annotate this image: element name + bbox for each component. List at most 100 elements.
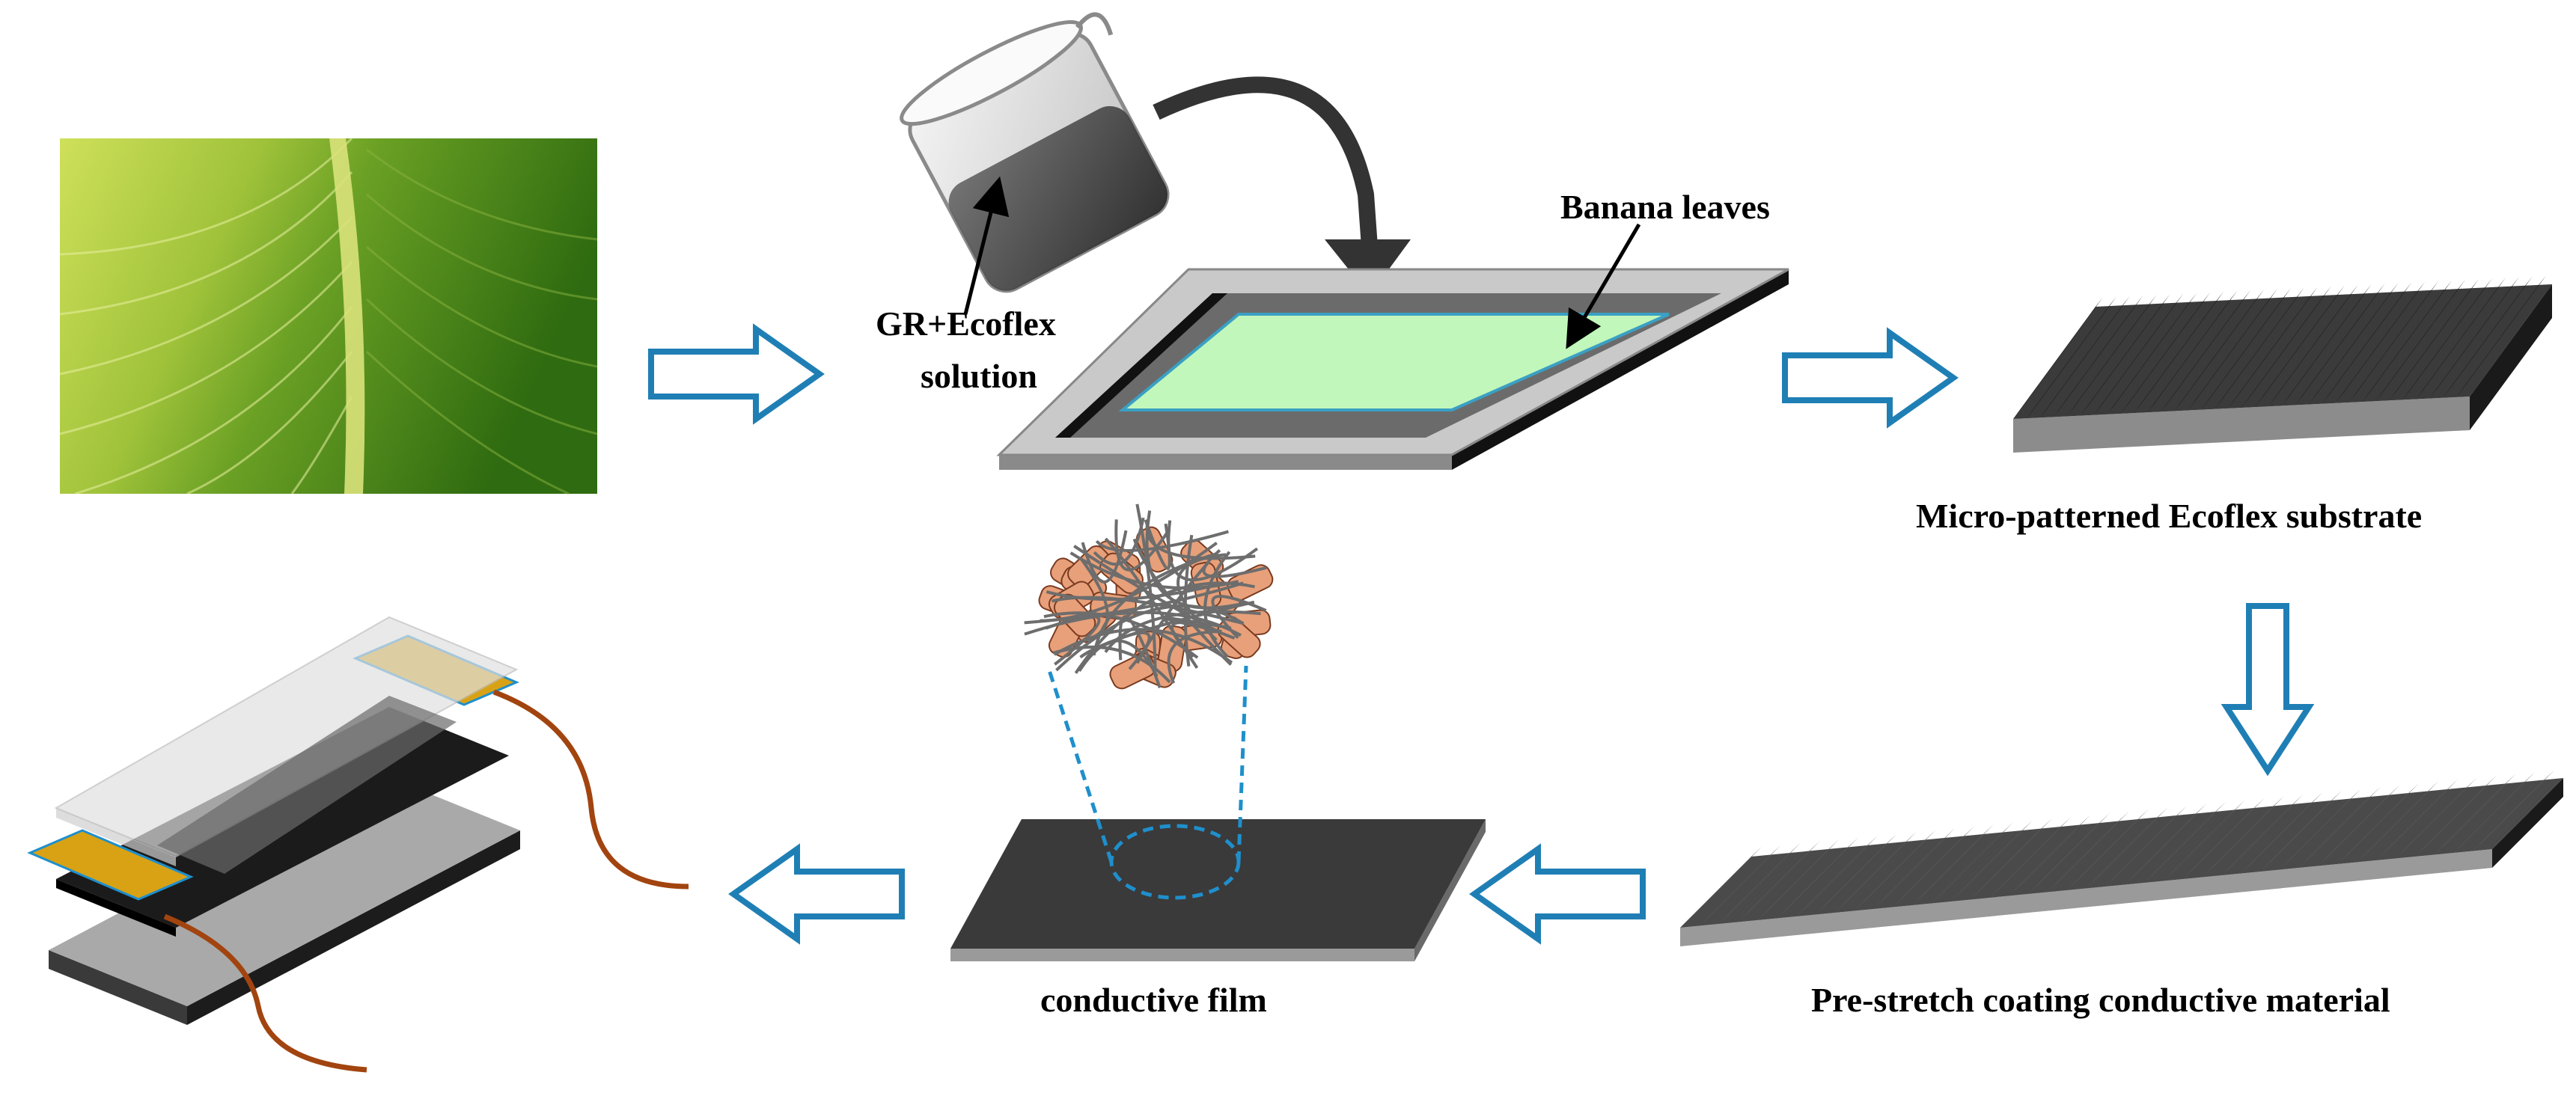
- micro-patterned-substrate: [2013, 275, 2552, 453]
- sensor-device: [27, 616, 689, 1073]
- substrate-ridge: [1912, 824, 1994, 905]
- coating-label: Pre-stretch coating conductive material: [1811, 981, 2390, 1019]
- graphene-fiber: [1135, 503, 1157, 670]
- substrate-ridge: [2028, 812, 2110, 894]
- substrate-ridge: [1834, 831, 1917, 913]
- graphene-fiber: [1132, 538, 1233, 666]
- substrate-ridge: [2241, 792, 2323, 874]
- gr-solution-label-line1: GR+Ecoflex: [876, 304, 1056, 343]
- substrate-ridge: [2125, 803, 2207, 885]
- substrate-ridge: [2144, 801, 2226, 883]
- graphene-fiber: [1078, 639, 1159, 677]
- substrate-ridge: [2348, 281, 2439, 402]
- substrate-ridge: [1796, 835, 1878, 916]
- substrate-ridge: [2375, 279, 2466, 402]
- banana-leaves-pointer: [1566, 223, 1641, 349]
- substrate-ridge: [2268, 284, 2358, 407]
- substrate-ridge: [2013, 297, 2103, 419]
- substrate-ridge: [2080, 294, 2170, 416]
- graphene-fiber: [1081, 530, 1128, 584]
- substrate-ridge: [2188, 289, 2278, 411]
- top-layer: [54, 616, 519, 874]
- copper-wire-right: [492, 689, 689, 890]
- substrate-ridge: [2429, 277, 2520, 399]
- substrate-ridge: [2039, 296, 2130, 418]
- substrate-ridge: [2147, 290, 2238, 413]
- substrate-ridge: [1718, 842, 1801, 924]
- substrate-ridge: [2443, 276, 2533, 398]
- base-layer: [49, 774, 520, 1025]
- substrate-ridge: [1815, 833, 1898, 915]
- substrate-ridge: [2202, 796, 2284, 878]
- substrate-ridge: [2105, 805, 2188, 887]
- graphene-fiber: [1069, 551, 1239, 590]
- substrate-ridge: [2120, 292, 2211, 414]
- substrate-ridge: [2308, 283, 2399, 405]
- substrate-ridge: [2473, 770, 2555, 851]
- substrate-ridge: [1757, 839, 1840, 920]
- beaker-icon: [900, 12, 1170, 293]
- substrate-ridge: [2260, 790, 2342, 872]
- substrate-ridge: [1680, 846, 1762, 928]
- substrate-ridge: [1854, 830, 1936, 911]
- banana-leaf-photo: [59, 137, 598, 495]
- graphene-fiber: [1114, 519, 1170, 572]
- substrate-ridge: [2416, 278, 2506, 399]
- graphene-fiber: [1167, 630, 1219, 684]
- substrate-ridge: [1989, 816, 2072, 898]
- substrate-ridge: [2453, 771, 2536, 853]
- substrate-ridge: [2322, 282, 2412, 404]
- coated-substrate: [1680, 770, 2563, 946]
- substrate-ridge: [2174, 289, 2265, 411]
- graphene-fiber: [1053, 628, 1233, 664]
- substrate-ridge: [2134, 291, 2224, 414]
- graphene-fiber: [1092, 552, 1216, 656]
- substrate-ridge: [2182, 797, 2265, 879]
- banana-leaves-label: Banana leaves: [1560, 188, 1770, 226]
- substrate-ridge: [2281, 284, 2372, 406]
- substrate-ridge: [2026, 296, 2116, 419]
- substrate-ridge: [2093, 293, 2184, 415]
- solution-pointer: [963, 176, 1010, 315]
- substrate-ridge: [2434, 774, 2516, 855]
- substrate-ridge: [1970, 818, 2052, 900]
- graphene-fiber: [1043, 611, 1199, 659]
- substrate-ridge: [2362, 280, 2453, 402]
- substrate-ridge: [2161, 290, 2251, 412]
- substrate-ridge: [2402, 278, 2493, 400]
- substrate-ridge: [2357, 781, 2439, 863]
- substrate-ridge: [2337, 783, 2420, 864]
- substrate-ridge: [2107, 293, 2197, 414]
- substrate-ridge: [2009, 815, 2091, 896]
- substrate-ridge: [2066, 294, 2157, 417]
- substrate-ridge: [2389, 278, 2479, 401]
- substrate-ridge: [2395, 777, 2478, 859]
- pour-curved-arrow: [1153, 76, 1411, 296]
- substrate-ridge: [2053, 295, 2143, 417]
- arrow-down: [2221, 603, 2315, 777]
- substrate-ridge: [1950, 820, 2033, 901]
- graphene-fiber: [1052, 645, 1171, 684]
- substrate-ridge: [2047, 811, 2130, 893]
- nanomaterial-cluster: [1024, 503, 1274, 690]
- substrate-ridge: [2279, 789, 2362, 870]
- substrate-ridge: [2201, 288, 2292, 410]
- conductive-film: [950, 819, 1486, 961]
- substrate-ridge: [2335, 281, 2426, 403]
- substrate-ridge: [2318, 785, 2400, 866]
- gr-solution-label-line2: solution: [921, 357, 1037, 395]
- graphene-fiber: [1145, 521, 1256, 560]
- zoom-lines: [1046, 665, 1248, 863]
- arrow-left-2: [728, 843, 905, 945]
- arrow-right-2: [1782, 327, 1959, 429]
- substrate-label: Micro-patterned Ecoflex substrate: [1916, 497, 2422, 535]
- substrate-ridge: [1777, 837, 1859, 919]
- graphene-fiber: [1092, 631, 1151, 670]
- substrate-ridge: [2221, 794, 2304, 875]
- substrate-ridge: [2376, 779, 2459, 860]
- mold-with-leaf: [996, 268, 1789, 470]
- substrate-ridge: [1931, 822, 2014, 904]
- substrate-ridge: [2163, 800, 2246, 881]
- arrow-left-1: [1469, 843, 1646, 945]
